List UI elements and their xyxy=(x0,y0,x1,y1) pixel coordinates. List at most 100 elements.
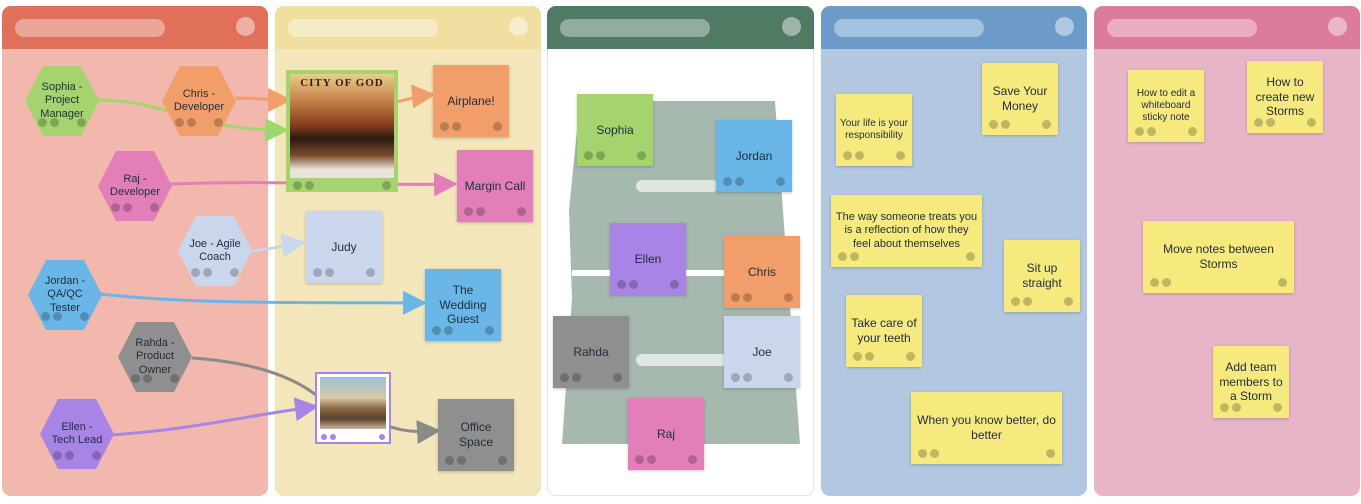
board-header[interactable] xyxy=(547,6,814,49)
layout-note-raj[interactable]: Raj xyxy=(628,398,704,470)
movie-note-office-space[interactable]: Office Space xyxy=(438,399,514,471)
note-menu[interactable] xyxy=(498,456,507,465)
movie-note-margin-call[interactable]: Margin Call xyxy=(457,150,533,222)
note-menu[interactable] xyxy=(1064,297,1073,306)
board-menu-button[interactable] xyxy=(509,17,528,36)
note-handle[interactable] xyxy=(191,268,212,277)
note-menu[interactable] xyxy=(517,207,526,216)
note-handle[interactable] xyxy=(464,207,485,216)
board-menu-button[interactable] xyxy=(1328,17,1347,36)
note-handle[interactable] xyxy=(1254,118,1275,127)
note-menu[interactable] xyxy=(896,151,905,160)
note-handle[interactable] xyxy=(175,118,196,127)
note-handle[interactable] xyxy=(635,455,656,464)
person-joe[interactable]: Joe - Agile Coach xyxy=(177,215,253,287)
note-handle[interactable] xyxy=(843,151,864,160)
movie-note-airplane[interactable]: Airplane! xyxy=(433,65,509,137)
note-handle[interactable] xyxy=(617,280,638,289)
note-handle[interactable] xyxy=(111,203,132,212)
note-handle[interactable] xyxy=(38,118,59,127)
layout-note-chris[interactable]: Chris xyxy=(724,236,800,308)
note-menu[interactable] xyxy=(784,373,793,382)
note-menu[interactable] xyxy=(493,122,502,131)
note-handle[interactable] xyxy=(131,374,152,383)
layout-note-joe[interactable]: Joe xyxy=(724,316,800,388)
note-handle[interactable] xyxy=(293,181,314,190)
advice-note-treats[interactable]: The way someone treats you is a reflecti… xyxy=(831,195,982,267)
note-menu[interactable] xyxy=(170,374,179,383)
note-handle[interactable] xyxy=(53,451,74,460)
note-handle[interactable] xyxy=(584,151,605,160)
note-handle[interactable] xyxy=(853,352,874,361)
advice-note-sit-up[interactable]: Sit up straight xyxy=(1004,240,1080,312)
note-handle[interactable] xyxy=(1135,127,1156,136)
note-menu[interactable] xyxy=(1273,403,1282,412)
note-handle[interactable] xyxy=(41,312,62,321)
note-handle[interactable] xyxy=(918,449,939,458)
board-title-bar[interactable] xyxy=(834,19,984,37)
layout-note-rahda[interactable]: Rahda xyxy=(553,316,629,388)
note-menu[interactable] xyxy=(485,326,494,335)
note-handle[interactable] xyxy=(445,456,466,465)
note-handle[interactable] xyxy=(440,122,461,131)
person-chris[interactable]: Chris - Developer xyxy=(161,65,237,137)
note-handle[interactable] xyxy=(1150,278,1171,287)
note-menu[interactable] xyxy=(230,268,239,277)
board-header[interactable] xyxy=(2,6,268,49)
movie-note-judy[interactable]: Judy xyxy=(306,211,382,283)
layout-note-ellen[interactable]: Ellen xyxy=(610,223,686,295)
board-title-bar[interactable] xyxy=(1107,19,1257,37)
howto-note-move[interactable]: Move notes between Storms xyxy=(1143,221,1294,293)
advice-note-know-better[interactable]: When you know better, do better xyxy=(911,392,1062,464)
note-menu[interactable] xyxy=(688,455,697,464)
layout-note-sophia[interactable]: Sophia xyxy=(577,94,653,166)
board-title-bar[interactable] xyxy=(288,19,438,37)
note-menu[interactable] xyxy=(214,118,223,127)
board-header[interactable] xyxy=(821,6,1087,49)
movie-note-wedding-guest[interactable]: The Wedding Guest xyxy=(425,269,501,341)
note-handle[interactable] xyxy=(321,434,336,440)
note-menu[interactable] xyxy=(1188,127,1197,136)
note-menu[interactable] xyxy=(1046,449,1055,458)
note-menu[interactable] xyxy=(382,181,391,190)
note-menu[interactable] xyxy=(1278,278,1287,287)
board-title-bar[interactable] xyxy=(15,19,165,37)
note-handle[interactable] xyxy=(731,293,752,302)
board-menu-button[interactable] xyxy=(1055,17,1074,36)
note-handle[interactable] xyxy=(432,326,453,335)
note-menu[interactable] xyxy=(613,373,622,382)
note-handle[interactable] xyxy=(313,268,334,277)
note-menu[interactable] xyxy=(637,151,646,160)
note-menu[interactable] xyxy=(1042,120,1051,129)
note-menu[interactable] xyxy=(366,268,375,277)
board-title-bar[interactable] xyxy=(560,19,710,37)
note-menu[interactable] xyxy=(776,177,785,186)
note-handle[interactable] xyxy=(838,252,859,261)
howto-note-create[interactable]: How to create new Storms xyxy=(1247,61,1323,133)
note-menu[interactable] xyxy=(77,118,86,127)
poster-note-city-of-god[interactable]: CITY OF GOD xyxy=(286,70,398,192)
note-menu[interactable] xyxy=(906,352,915,361)
note-menu[interactable] xyxy=(80,312,89,321)
person-ellen[interactable]: Ellen - Tech Lead xyxy=(39,398,115,470)
person-raj[interactable]: Raj - Developer xyxy=(97,150,173,222)
note-menu[interactable] xyxy=(1307,118,1316,127)
note-menu[interactable] xyxy=(92,451,101,460)
howto-note-add-team[interactable]: Add team members to a Storm xyxy=(1213,346,1289,418)
howto-note-edit[interactable]: How to edit a whiteboard sticky note xyxy=(1128,70,1204,142)
note-handle[interactable] xyxy=(1011,297,1032,306)
photo-note[interactable] xyxy=(315,372,391,444)
note-handle[interactable] xyxy=(731,373,752,382)
board-menu-button[interactable] xyxy=(236,17,255,36)
person-rahda[interactable]: Rahda - Product Owner xyxy=(117,321,193,393)
note-handle[interactable] xyxy=(723,177,744,186)
note-menu[interactable] xyxy=(379,434,385,440)
note-menu[interactable] xyxy=(670,280,679,289)
advice-note-save-money[interactable]: Save Your Money xyxy=(982,63,1058,135)
note-menu[interactable] xyxy=(966,252,975,261)
board-header[interactable] xyxy=(1094,6,1360,49)
board-menu-button[interactable] xyxy=(782,17,801,36)
note-menu[interactable] xyxy=(150,203,159,212)
advice-note-teeth[interactable]: Take care of your teeth xyxy=(846,295,922,367)
person-sophia[interactable]: Sophia - Project Manager xyxy=(24,65,100,137)
